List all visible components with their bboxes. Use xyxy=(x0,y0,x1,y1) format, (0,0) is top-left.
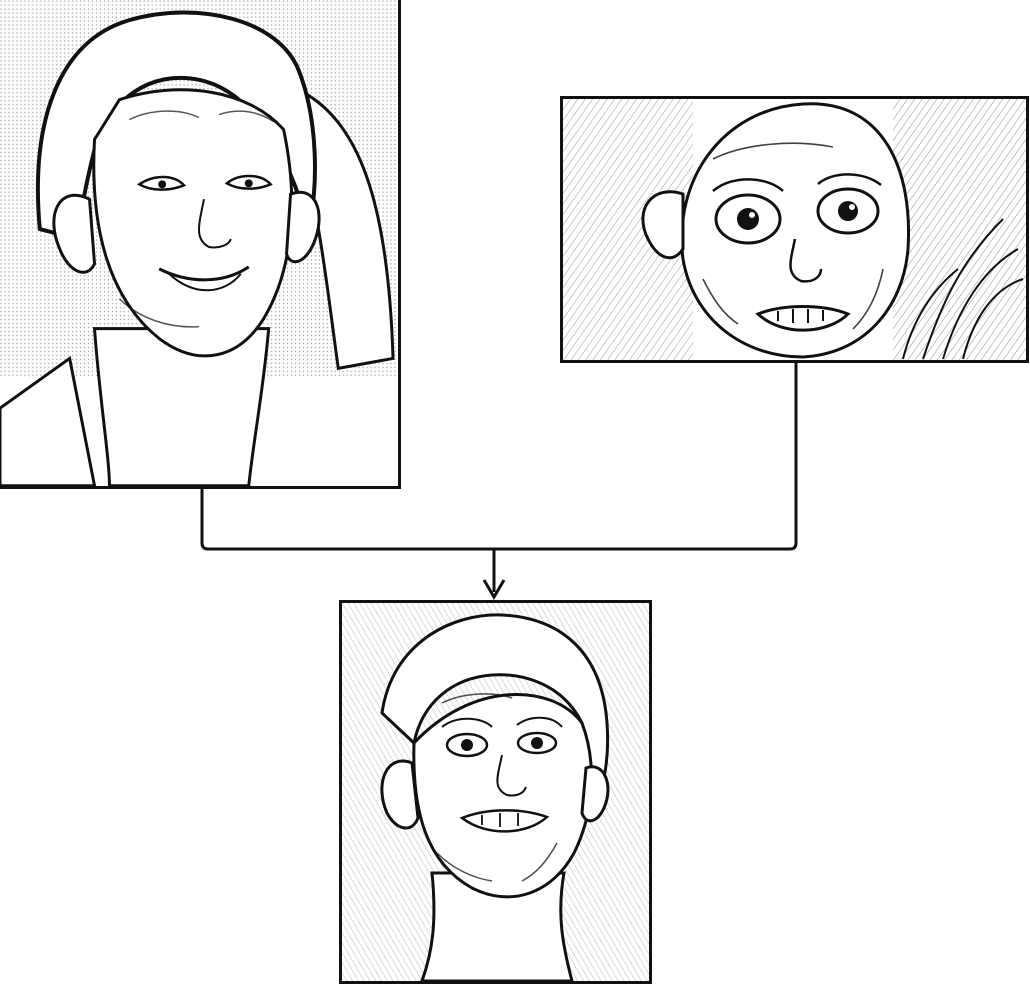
source-face-sketch xyxy=(0,0,398,486)
target-face-image xyxy=(560,96,1029,363)
result-face-sketch xyxy=(342,603,649,981)
edge-source-to-result xyxy=(200,489,494,551)
arrowhead-icon xyxy=(482,579,506,600)
edge-target-to-result xyxy=(494,363,798,551)
source-face-image xyxy=(0,0,401,489)
swapped-result-image xyxy=(339,600,652,984)
target-face-sketch xyxy=(563,99,1026,360)
